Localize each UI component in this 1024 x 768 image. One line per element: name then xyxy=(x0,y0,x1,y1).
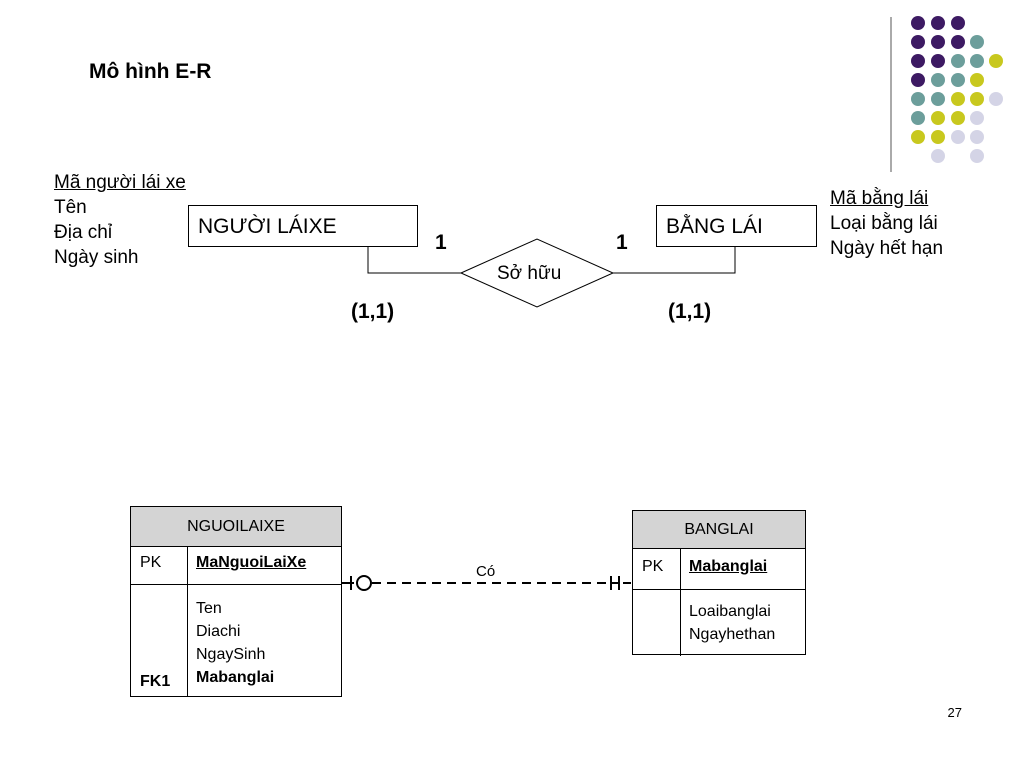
table-row-fields: Loaibanglai Ngayhethan xyxy=(633,590,805,656)
decorative-dot xyxy=(931,92,945,106)
pk-label: PK xyxy=(131,547,188,584)
connector-right xyxy=(612,246,736,274)
field: Diachi xyxy=(196,623,241,640)
field-list: Ten Diachi NgaySinh Mabanglai xyxy=(188,585,274,697)
decorative-dot xyxy=(911,35,925,49)
slide-title: Mô hình E-R xyxy=(89,60,212,83)
decorative-dot xyxy=(970,73,984,87)
decorative-dot xyxy=(970,54,984,68)
decorative-dot xyxy=(970,149,984,163)
connector-left xyxy=(367,246,461,274)
attribute: Ngày sinh xyxy=(54,247,139,268)
attribute: Ngày hết hạn xyxy=(830,238,944,259)
decorative-dot xyxy=(911,92,925,106)
field: Ngayhethan xyxy=(689,626,776,643)
attribute: Tên xyxy=(54,197,87,218)
pk-field: Mabanglai xyxy=(689,558,768,575)
decorative-dot xyxy=(951,54,965,68)
participation-left: (1,1) xyxy=(351,300,395,323)
attribute: Loại bằng lái xyxy=(830,213,938,234)
decorative-dot xyxy=(911,16,925,30)
table-row-pk: PK Mabanglai xyxy=(633,549,805,590)
field: NgaySinh xyxy=(196,646,266,663)
table-row-fields: FK1 Ten Diachi NgaySinh Mabanglai xyxy=(131,585,341,697)
table-row-pk: PK MaNguoiLaiXe xyxy=(131,547,341,585)
decorative-dot xyxy=(970,35,984,49)
decorative-dot xyxy=(931,16,945,30)
decorative-dot xyxy=(951,111,965,125)
decorative-dot xyxy=(931,130,945,144)
table-nguoilaixe: NGUOILAIXE PK MaNguoiLaiXe FK1 Ten Diach… xyxy=(130,506,342,697)
link-label: Có xyxy=(476,563,496,580)
decorative-dot xyxy=(951,92,965,106)
table-header: BANGLAI xyxy=(633,511,805,549)
attribute-key: Mã người lái xe xyxy=(54,172,186,193)
decorative-dot xyxy=(951,35,965,49)
entity-right-attributes: Mã bằng lái Loại bằng lái Ngày hết hạn xyxy=(830,186,943,261)
relationship-diamond xyxy=(459,238,615,308)
decorative-dot xyxy=(970,92,984,106)
cardinality-right: 1 xyxy=(616,231,628,254)
decorative-dot-grid xyxy=(890,16,1003,172)
decorative-dot xyxy=(951,16,965,30)
relationship-label: Sở hữu xyxy=(497,263,562,284)
pk-label: PK xyxy=(633,549,681,589)
attribute-key: Mã bằng lái xyxy=(830,188,929,209)
slide-number: 27 xyxy=(947,705,962,720)
decorative-dot xyxy=(911,130,925,144)
decorative-dot xyxy=(911,73,925,87)
table-header: NGUOILAIXE xyxy=(131,507,341,547)
decorative-dot xyxy=(970,111,984,125)
decorative-dot xyxy=(951,130,965,144)
table-banglai: BANGLAI PK Mabanglai Loaibanglai Ngayhet… xyxy=(632,510,806,656)
cardinality-left: 1 xyxy=(435,231,447,254)
decorative-dot xyxy=(931,111,945,125)
empty-key-column xyxy=(633,590,681,656)
field: Ten xyxy=(196,600,222,617)
decorative-dot xyxy=(931,73,945,87)
entity-bang-lai: BẰNG LÁI xyxy=(656,205,817,247)
decorative-dot xyxy=(931,35,945,49)
decorative-dot xyxy=(931,54,945,68)
decorative-dot xyxy=(989,92,1003,106)
attribute: Địa chỉ xyxy=(54,222,113,243)
fk-field: Mabanglai xyxy=(196,669,275,686)
field-list: Loaibanglai Ngayhethan xyxy=(681,590,775,656)
decorative-dot xyxy=(951,73,965,87)
decorative-dot xyxy=(970,130,984,144)
fk-label: FK1 xyxy=(140,673,171,690)
decorative-dot xyxy=(931,149,945,163)
link-circle-left xyxy=(356,575,372,591)
decorative-dot xyxy=(989,54,1003,68)
entity-left-attributes: Mã người lái xe Tên Địa chỉ Ngày sinh xyxy=(54,170,186,270)
fk-column: FK1 xyxy=(131,585,188,697)
pk-field: MaNguoiLaiXe xyxy=(196,554,307,571)
decorative-dot xyxy=(911,54,925,68)
entity-nguoi-lai-xe: NGƯỜI LÁIXE xyxy=(188,205,418,247)
field: Loaibanglai xyxy=(689,603,771,620)
decorative-dot xyxy=(911,111,925,125)
participation-right: (1,1) xyxy=(668,300,712,323)
